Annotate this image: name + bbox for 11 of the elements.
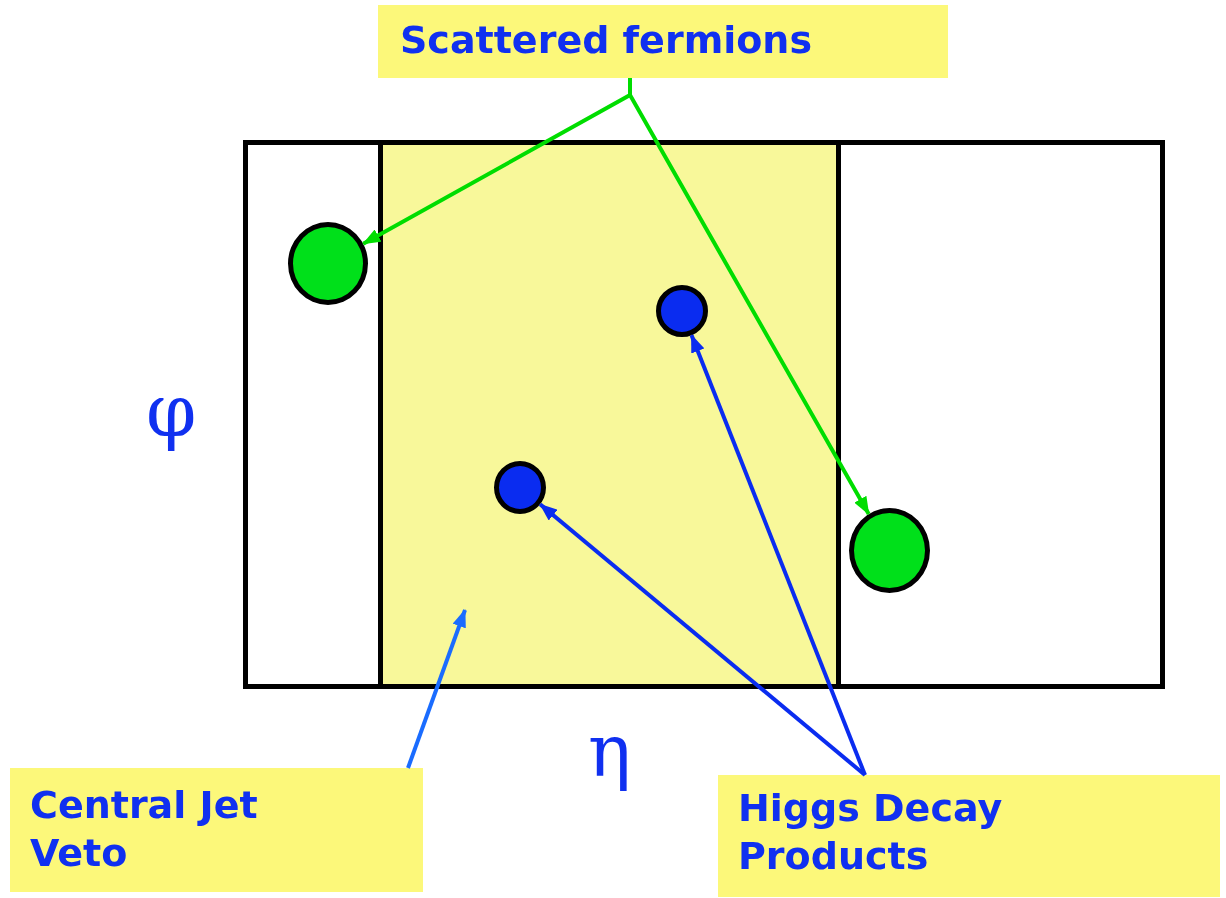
arrow xyxy=(538,502,867,777)
callout-box xyxy=(378,5,948,78)
arrow xyxy=(406,609,467,769)
callout-box xyxy=(718,775,1220,897)
particle-dot xyxy=(656,285,708,337)
callout-text: Central Jet Veto xyxy=(30,782,259,877)
arrow xyxy=(689,334,867,776)
callout-text: Higgs Decay Products xyxy=(738,785,1004,880)
callout-text: Scattered fermions xyxy=(400,17,813,64)
callout-box xyxy=(10,768,423,892)
particle-dot xyxy=(494,461,546,514)
